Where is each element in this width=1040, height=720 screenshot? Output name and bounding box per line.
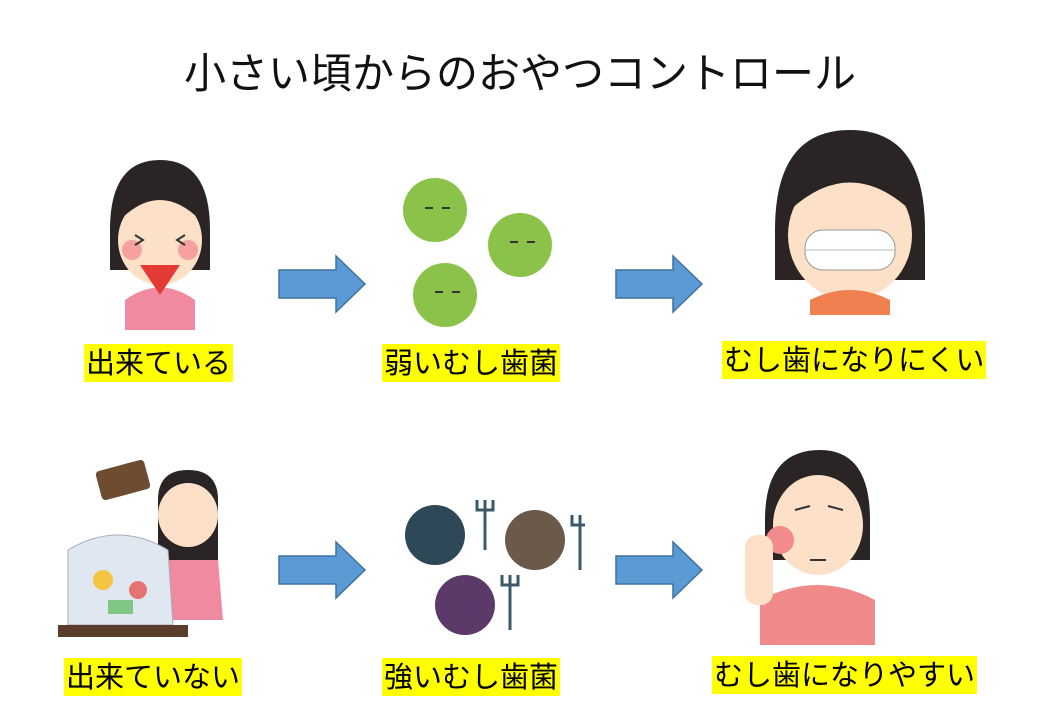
arrow-right-icon [615,254,704,314]
label-controlled: 出来ている [84,344,234,382]
strong-bacteria-illustration [405,500,585,635]
label-more-cavities: むし歯になりやすい [712,656,978,694]
label-weak-bacteria: 弱いむし歯菌 [382,344,561,382]
woman-toothache-illustration [745,450,875,645]
label-strong-bacteria: 強いむし歯菌 [382,658,561,696]
girl-healthy-teeth-illustration [775,130,925,315]
label-less-cavities: むし歯になりにくい [722,341,987,379]
label-not-controlled: 出来ていない [64,658,243,696]
slide-title: 小さい頃からのおやつコントロール [183,49,856,98]
arrow-right-icon [615,540,704,600]
girl-with-many-snacks-illustration [58,460,223,637]
weak-bacteria-illustration [403,178,552,327]
arrow-right-icon [278,254,367,314]
girl-eating-watermelon-illustration [110,160,210,330]
arrow-right-icon [278,540,367,600]
